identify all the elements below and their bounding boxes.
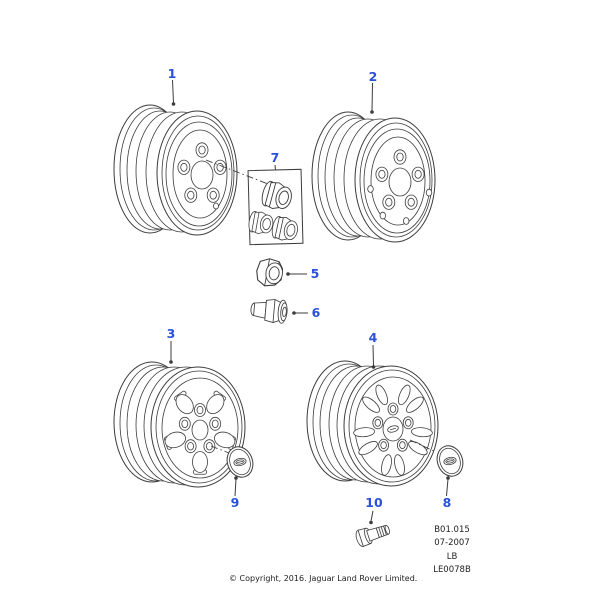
wheel-2-lug-holes [375,149,425,210]
copyright-text: © Copyright, 2016. Jaguar Land Rover Lim… [229,574,418,583]
wheel-4-centre-cap [382,416,404,442]
wheel-1-lug-holes [177,142,227,203]
callout-8[interactable]: 8 [442,494,452,510]
centre-cap-8-drawing [409,439,464,477]
centre-cap-9-drawing [210,445,254,478]
callout-10[interactable]: 10 [365,494,383,510]
callout-7[interactable]: 7 [270,149,280,165]
steel-wheel-2-drawing [311,111,436,243]
callout-5[interactable]: 5 [310,265,320,281]
callout-6[interactable]: 6 [311,304,321,320]
doc-code: LB [446,551,458,562]
alloy-wheel-3-drawing [113,361,246,488]
document-info-block: B01.015 07-2007 LB LE0078B [412,524,492,578]
alloy-wheel-4-drawing [306,360,439,487]
callout-leader-lines [169,79,450,525]
wheel-4-spoke-openings [353,384,433,476]
callout-3[interactable]: 3 [166,325,176,341]
wheel-3-centre-bore [191,419,209,441]
wheel-1-valve-hole [213,202,219,210]
wheel-4-lug-holes [372,402,414,452]
callout-9[interactable]: 9 [230,494,240,510]
doc-sheet-number: B01.015 [434,525,470,535]
wheel-nut-kit-box-drawing [205,159,304,246]
steel-wheel-1-drawing [113,104,238,236]
callout-1[interactable]: 1 [167,65,177,81]
doc-drawing-ref: LE0078B [433,565,471,576]
doc-date: 07-2007 [434,538,470,549]
wheel-3-spoke-pockets [164,394,236,473]
wheel-nut-5-drawing [256,258,284,287]
reference-line-kit [205,159,269,185]
wheel-nut-6-drawing [250,299,288,324]
wheel-2-vent-holes [367,185,433,225]
tyre-valve-10-drawing [355,524,390,547]
reference-line-cap-8 [409,439,437,453]
reference-line-cap-9 [210,445,230,454]
callout-4[interactable]: 4 [368,329,378,345]
callout-2[interactable]: 2 [368,68,378,84]
wheel-3-lug-holes [178,403,222,454]
